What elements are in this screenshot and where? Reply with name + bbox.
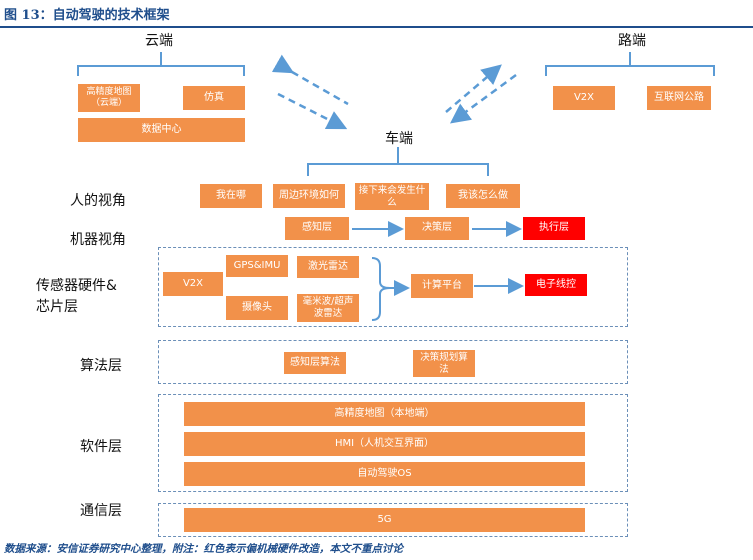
arrow-road-to-vehicle <box>449 73 517 124</box>
algo-planning-box: 决策规划算法 <box>413 350 475 377</box>
road-header: 路端 <box>618 33 646 49</box>
sw-hmi-box: HMI（人机交互界面） <box>184 432 585 456</box>
arrow-vehicle-to-road <box>445 64 502 113</box>
sensor-radar-box: 毫米波/超声波雷达 <box>297 294 359 322</box>
road-bracket <box>545 52 715 76</box>
cloud-simulation-box: 仿真 <box>183 86 245 110</box>
comm-section-frame <box>158 503 628 537</box>
row-label-comm: 通信层 <box>80 503 122 519</box>
cloud-data-center-box: 数据中心 <box>78 118 245 142</box>
cloud-bracket <box>77 52 245 76</box>
row-label-sensor-hw: 传感器硬件&芯片层 <box>36 278 117 315</box>
sensor-v2x-box: V2X <box>163 272 223 296</box>
sensor-wire-box: 电子线控 <box>525 274 587 296</box>
sensor-gps-box: GPS&IMU <box>226 255 288 277</box>
human-env-box: 周边环境如何 <box>273 184 345 208</box>
vehicle-header: 车端 <box>385 131 413 147</box>
human-next-box: 接下来会发生什么 <box>355 183 429 210</box>
comm-5g-box: 5G <box>184 508 585 532</box>
human-where-box: 我在哪 <box>200 184 262 208</box>
machine-execution-box: 执行层 <box>523 217 585 240</box>
figure-title: 图 13：自动驾驶的技术框架 <box>4 8 170 23</box>
row-label-machine-view: 机器视角 <box>70 232 126 248</box>
cloud-hd-map-box: 高精度地图（云端） <box>78 84 140 112</box>
sensor-compute-box: 计算平台 <box>411 274 473 298</box>
sw-hd-map-box: 高精度地图（本地端） <box>184 402 585 426</box>
machine-perception-box: 感知层 <box>285 217 349 240</box>
arrow-vehicle-to-cloud <box>277 92 348 130</box>
row-label-software: 软件层 <box>80 439 122 455</box>
cloud-header: 云端 <box>145 33 173 49</box>
row-label-human-view: 人的视角 <box>70 193 126 209</box>
title-bar <box>0 0 753 28</box>
algorithm-section-frame <box>158 340 628 384</box>
sw-os-box: 自动驾驶OS <box>184 462 585 486</box>
source-note: 数据来源：安信证券研究中心整理，附注：红色表示偏机械硬件改造，本文不重点讨论 <box>4 543 403 555</box>
row-label-algorithm: 算法层 <box>80 358 122 374</box>
software-section-frame <box>158 394 628 492</box>
vehicle-bracket <box>307 147 489 176</box>
algo-perception-box: 感知层算法 <box>284 352 346 374</box>
sensor-camera-box: 摄像头 <box>226 296 288 320</box>
sensor-lidar-box: 激光雷达 <box>297 256 359 278</box>
road-v2x-box: V2X <box>553 86 615 110</box>
machine-decision-box: 决策层 <box>405 217 469 240</box>
arrow-cloud-to-vehicle <box>271 54 349 106</box>
human-todo-box: 我该怎么做 <box>446 184 520 208</box>
sensor-section-frame <box>158 247 628 327</box>
road-internet-box: 互联网公路 <box>647 86 711 110</box>
